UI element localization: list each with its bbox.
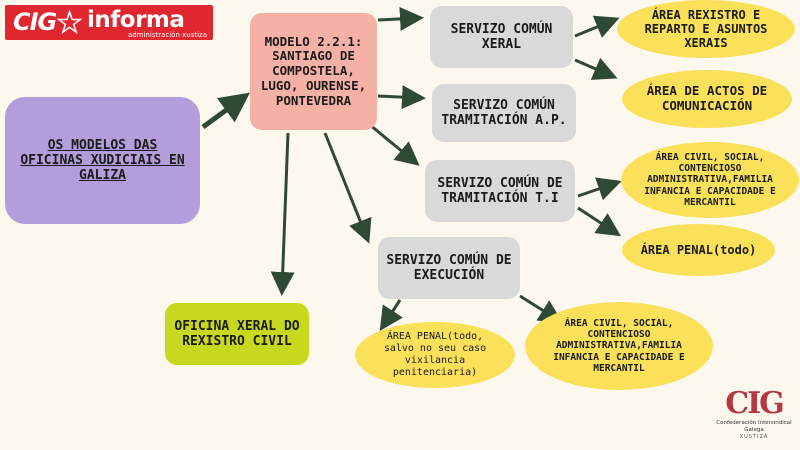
footer-logo-subtitle: XUSTIZA: [739, 434, 769, 440]
cig-informa-logo: CIG ★ informa administración xustiza: [5, 5, 213, 40]
arrow-ti-to-area-civil: [577, 177, 622, 201]
arrow-root-to-model: [201, 92, 251, 130]
area-penal-ti-node: ÁREA PENAL(todo): [622, 224, 775, 276]
servizo-ap-label: SERVIZO COMÚN TRAMITACIÓN A.P.: [441, 97, 567, 128]
area-penal-exec-node: ÁREA PENAL(todo, salvo no seu caso vixil…: [355, 322, 515, 388]
model-label: MODELO 2.2.1: SANTIAGO DE COMPOSTELA, LU…: [260, 33, 367, 108]
root-label: OS MODELOS DAS OFICINAS XUDICIAIS EN GAL…: [20, 137, 185, 184]
oficina-rc-node: OFICINA XERAL DO REXISTRO CIVIL: [165, 303, 309, 365]
servizo-xeral-node: SERVIZO COMÚN XERAL: [430, 6, 573, 68]
area-civil-ti-label: ÁREA CIVIL, SOCIAL, CONTENCIOSO ADMINIST…: [644, 151, 776, 208]
footer-logo-mark: CIG: [725, 386, 785, 421]
area-civil-exec-label: ÁREA CIVIL, SOCIAL, CONTENCIOSO ADMINIST…: [553, 317, 685, 374]
root-node: OS MODELOS DAS OFICINAS XUDICIAIS EN GAL…: [5, 97, 200, 224]
arrow-model-to-servizo-ti: [369, 123, 420, 166]
area-penal-ti-label: ÁREA PENAL(todo): [640, 242, 757, 257]
servizo-xeral-label: SERVIZO COMÚN XERAL: [450, 21, 553, 52]
cig-xustiza-logo: CIG Confederación Intersindical Galega X…: [712, 388, 796, 446]
logo-mark: CIG: [13, 8, 57, 36]
arrow-xeral-to-area-rexistro: [574, 15, 620, 38]
arrow-model-to-servizo-execucion: [323, 132, 372, 244]
servizo-ap-node: SERVIZO COMÚN TRAMITACIÓN A.P.: [432, 84, 576, 142]
servizo-ti-node: SERVIZO COMÚN DE TRAMITACIÓN T.I: [425, 160, 575, 222]
area-penal-exec-label: ÁREA PENAL(todo, salvo no seu caso vixil…: [383, 331, 487, 378]
area-actos-label: ÁREA DE ACTOS DE COMUNICACIÓN: [646, 83, 768, 113]
arrow-model-to-servizo-ap: [377, 85, 426, 110]
oficina-rc-label: OFICINA XERAL DO REXISTRO CIVIL: [174, 318, 300, 349]
logo-subtitle: administración xustiza: [127, 31, 207, 39]
area-rexistro-label: ÁREA REXISTRO E REPARTO E ASUNTOS XERAIS: [644, 7, 768, 51]
servizo-execucion-label: SERVIZO COMÚN DE EXECUCIÓN: [386, 252, 512, 283]
area-actos-node: ÁREA DE ACTOS DE COMUNICACIÓN: [622, 70, 792, 128]
arrow-model-to-servizo-xeral: [377, 6, 424, 31]
servizo-execucion-node: SERVIZO COMÚN DE EXECUCIÓN: [378, 237, 520, 299]
area-civil-ti-node: ÁREA CIVIL, SOCIAL, CONTENCIOSO ADMINIST…: [621, 142, 799, 218]
footer-logo-name: Confederación Intersindical Galega: [716, 420, 792, 433]
arrow-model-to-oficina-rc: [270, 132, 295, 296]
arrow-xeral-to-area-actos: [574, 57, 618, 80]
model-node: MODELO 2.2.1: SANTIAGO DE COMPOSTELA, LU…: [250, 13, 377, 130]
logo-word: informa: [87, 7, 185, 33]
area-civil-exec-node: ÁREA CIVIL, SOCIAL, CONTENCIOSO ADMINIST…: [525, 302, 713, 390]
servizo-ti-label: SERVIZO COMÚN DE TRAMITACIÓN T.I: [437, 175, 563, 206]
area-rexistro-node: ÁREA REXISTRO E REPARTO E ASUNTOS XERAIS: [617, 0, 795, 58]
arrow-ti-to-area-penal: [577, 206, 622, 237]
arrow-execucion-to-area-penal: [379, 299, 403, 332]
star-icon: ★: [56, 5, 83, 40]
